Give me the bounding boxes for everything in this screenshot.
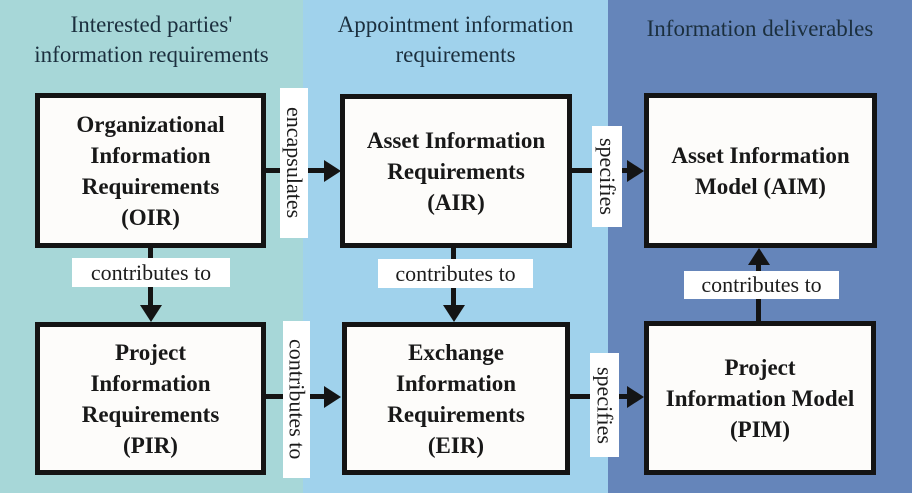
column-header-interested-parties: Interested parties' information requirem… <box>34 12 269 67</box>
connector-pir-eir-label: contributes to <box>283 321 310 478</box>
connector-air-aim-label: specifies <box>592 126 622 227</box>
box-eir-label: Exchange Information Requirements (EIR) <box>387 339 525 458</box>
arrowhead-right-icon <box>627 386 644 408</box>
box-air: Asset Information Requirements (AIR) <box>340 94 572 248</box>
box-aim-label: Asset Information Model (AIM) <box>671 142 850 199</box>
connector-oir-pir-label: contributes to <box>72 258 230 287</box>
box-eir: Exchange Information Requirements (EIR) <box>342 322 570 475</box>
box-pim: Project Information Model (PIM) <box>644 321 876 475</box>
column-header-appointment-requirements: Appointment information requirements <box>337 12 574 67</box>
arrowhead-right-icon <box>627 160 644 182</box>
box-pim-label: Project Information Model (PIM) <box>665 354 855 442</box>
box-oir-label: Organizational Information Requirements … <box>76 111 225 230</box>
box-pir-label: Project Information Requirements (PIR) <box>81 339 220 458</box>
arrowhead-up-icon <box>748 248 770 265</box>
arrowhead-right-icon <box>324 386 341 408</box>
connector-oir-air-label: encapsulates <box>280 88 308 238</box>
box-oir: Organizational Information Requirements … <box>35 93 266 248</box>
arrowhead-down-icon <box>443 305 465 322</box>
column-header-information-deliverables: Information deliverables <box>646 16 874 41</box>
connector-eir-pim-label: specifies <box>590 353 619 457</box>
connector-air-eir-label: contributes to <box>378 259 533 288</box>
box-pir: Project Information Requirements (PIR) <box>35 322 266 475</box>
box-aim: Asset Information Model (AIM) <box>644 93 877 248</box>
box-air-label: Asset Information Requirements (AIR) <box>366 127 546 215</box>
arrowhead-right-icon <box>324 160 341 182</box>
connector-pim-aim-label: contributes to <box>684 271 839 299</box>
arrowhead-down-icon <box>140 305 162 322</box>
